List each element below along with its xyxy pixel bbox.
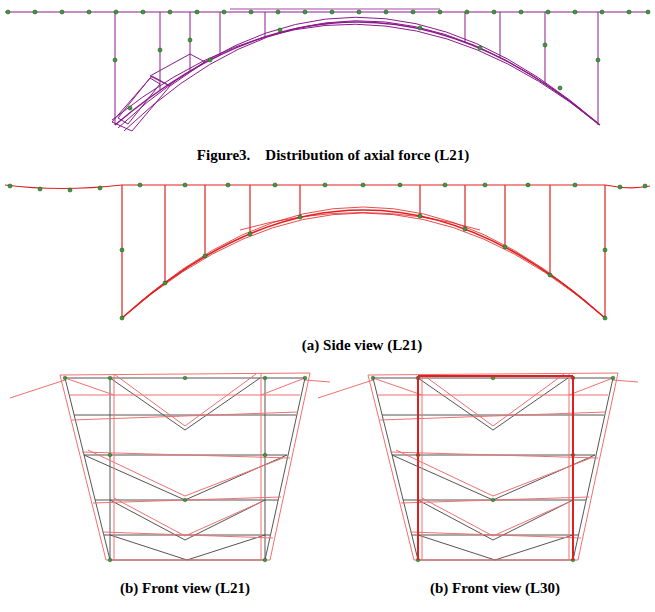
front-view-l30 — [318, 373, 638, 562]
subfigure-caption: (b) Front view (L21) — [118, 580, 252, 597]
side-view-deformation — [5, 185, 650, 318]
subfigure-caption: (a) Side view (L21) — [300, 337, 424, 354]
axial-force-plot — [5, 9, 650, 131]
subfigure-caption: (b) Front view (L30) — [428, 580, 562, 597]
front-view-l21 — [10, 373, 330, 562]
figure-caption: Figure3. Distribution of axial force (L2… — [195, 147, 471, 164]
front-view-l30-highlight — [418, 376, 573, 560]
node-dots — [8, 183, 647, 320]
node-dots — [6, 10, 650, 110]
